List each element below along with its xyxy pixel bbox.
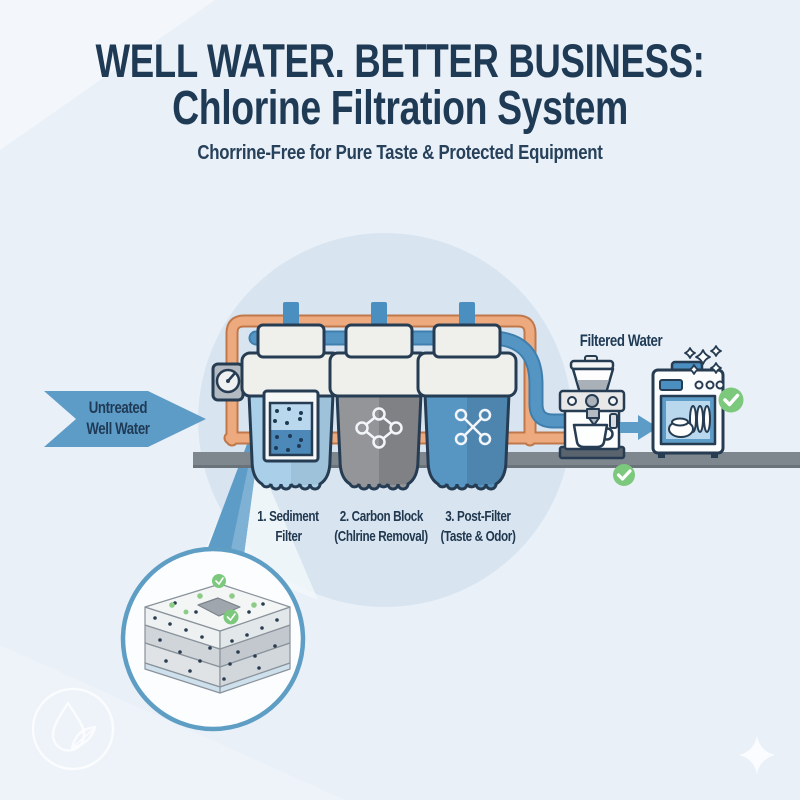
filtered-flow-arrow [620, 415, 658, 440]
untreated-flow-arrow [44, 391, 206, 447]
background-highlight-top-left [0, 0, 215, 150]
droplet-leaf-logo [31, 687, 115, 771]
sparkles-icon [684, 345, 722, 375]
molecule-x-icon [454, 408, 492, 446]
post-filter-canister [416, 323, 518, 491]
page-subtitle: Chorrine-Free for Pure Taste & Protected… [159, 142, 642, 165]
captured-particles [169, 574, 257, 625]
coffee-machine-icon [558, 355, 626, 460]
media-dots [153, 601, 279, 681]
sediment-window [262, 389, 320, 463]
subtitle-text: Chorrine-Free for Pure Taste & Protected… [197, 142, 603, 164]
filtered-water-label: Filtered Water [579, 331, 663, 350]
corner-sparkle-icon [739, 736, 775, 774]
filter-caption-carbon: 2. Carbon Block (Chlrine Removal) [334, 508, 428, 545]
filter-caption-sediment: 1. Sediment Filter [257, 508, 319, 545]
plates [668, 405, 711, 438]
background-highlight-bottom-left [0, 645, 345, 800]
filter-caption-post: 3. Post-Filter (Taste & Odor) [440, 508, 516, 545]
filter-media-slab [144, 583, 291, 694]
sediment-filter-canister [240, 323, 342, 491]
dishwasher-icon [651, 360, 725, 458]
title-text-2: Chlorine Filtration System [172, 82, 628, 135]
molecule-diamond-icon [355, 407, 403, 449]
page-title-line2: Chlorine Filtration System [108, 84, 692, 134]
untreated-line1: Untreated [88, 398, 148, 417]
pressure-gauge-icon [211, 362, 245, 402]
untreated-water-label: Untreated Well Water [78, 397, 159, 439]
carbon-block-canister [328, 323, 430, 491]
magnifier-detail [120, 546, 306, 732]
page-title-line1: WELL WATER. BETTER BUSINESS: [10, 36, 791, 86]
check-icon-dishwasher [718, 387, 744, 413]
title-text-1: WELL WATER. BETTER BUSINESS: [95, 34, 705, 87]
check-icon-counter [613, 464, 635, 486]
blue-manifold-pipe [248, 330, 596, 429]
untreated-line2: Well Water [86, 419, 150, 438]
sediment-dots [273, 407, 303, 452]
